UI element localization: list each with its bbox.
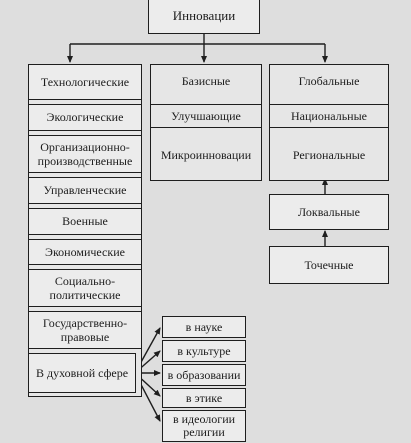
left-item-sociopolitical: Социально-политические (28, 269, 142, 307)
left-item-military: Военные (28, 208, 142, 235)
right-item-point: Точечные (269, 246, 389, 284)
middle-item-improving: Улучшающие (150, 104, 262, 128)
left-item-technological: Технологические (28, 64, 142, 100)
branch-ethics: в этике (162, 388, 246, 408)
middle-column-frame (150, 64, 262, 181)
left-item-ecological: Экологические (28, 104, 142, 131)
middle-item-micro: Микроинновации (160, 147, 252, 162)
right-column-frame (269, 64, 389, 181)
right-item-national: Национальные (269, 104, 389, 128)
left-item-statelegal: Государственно-правовые (28, 311, 142, 349)
branch-culture: в культуре (162, 340, 246, 362)
title-text: Инновации (172, 8, 236, 24)
right-item-global: Глобальные (298, 73, 360, 88)
left-item-spiritual: В духовной сфере (28, 353, 136, 393)
left-item-organizational: Организационно-производственные (28, 135, 142, 173)
left-item-managerial: Управленческие (28, 177, 142, 204)
left-item-economic: Экономические (28, 239, 142, 265)
right-item-local: Локвальные (269, 194, 389, 230)
branch-education: в образовании (162, 364, 246, 386)
title-box: Инновации (148, 0, 260, 34)
branch-science: в науке (162, 316, 246, 338)
middle-item-basic: Базисные (181, 73, 231, 88)
branch-ideology-religion: в идеологии религии (162, 410, 246, 442)
right-item-regional: Региональные (292, 147, 366, 162)
